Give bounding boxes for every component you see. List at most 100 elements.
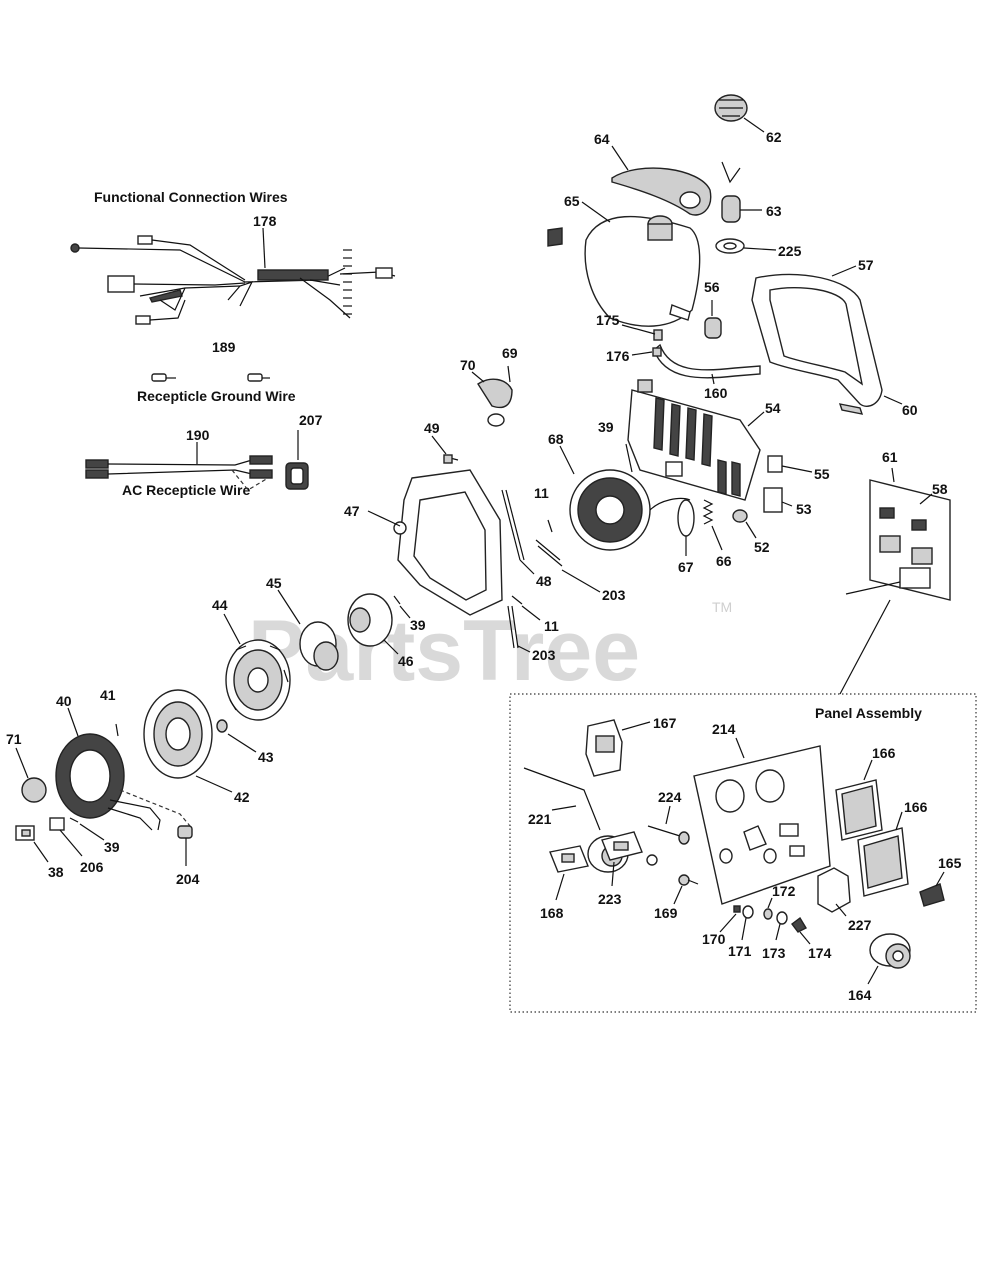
callout-11-top[interactable]: 11 [534,485,549,501]
washer-172[interactable] [763,908,773,920]
washer-173[interactable] [776,911,788,925]
switch-168[interactable] [549,845,589,873]
coupling-46[interactable] [347,593,393,647]
clip-174[interactable] [791,916,807,933]
fuel-line-160[interactable] [653,343,761,379]
blower-housing-47[interactable] [393,469,503,616]
callout-160[interactable]: 160 [704,385,728,401]
callout-225[interactable]: 225 [778,243,802,259]
callout-166-bottom[interactable]: 166 [904,799,928,815]
callout-45[interactable]: 45 [266,575,282,591]
screw-69[interactable] [507,365,511,383]
callout-227[interactable]: 227 [848,917,872,933]
callout-224[interactable]: 224 [658,789,682,805]
stud-203-top[interactable] [535,539,563,567]
grommet-56[interactable] [704,317,722,339]
panel-plate-214[interactable] [693,745,831,905]
callout-223[interactable]: 223 [598,891,622,907]
callout-176[interactable]: 176 [606,348,630,364]
callout-170[interactable]: 170 [702,931,726,947]
clip-165[interactable] [919,883,945,907]
callout-175[interactable]: 175 [596,312,620,328]
adapter-45[interactable] [299,621,339,671]
callout-69[interactable]: 69 [502,345,518,361]
callout-164[interactable]: 164 [848,987,872,1003]
flywheel-68[interactable] [569,469,691,551]
callout-39-top[interactable]: 39 [598,419,614,435]
screw-39-middle[interactable] [393,595,401,605]
callout-39-bottom[interactable]: 39 [104,839,120,855]
nut-52[interactable] [732,509,748,523]
handle-frame-57[interactable] [751,273,883,415]
ac-recepticle-wire-190[interactable] [85,455,273,491]
callout-42[interactable]: 42 [234,789,250,805]
bolt-39-top[interactable] [625,443,633,473]
gasket-225[interactable] [715,238,745,254]
plate-206[interactable] [49,817,65,831]
outlet-227[interactable] [817,867,851,913]
pin-41[interactable] [115,723,119,737]
fuel-cap-62[interactable] [714,94,748,122]
grommet-204[interactable] [177,825,193,839]
screw-169[interactable] [678,874,699,886]
screw-49[interactable] [443,454,459,464]
callout-190[interactable]: 190 [186,427,210,443]
fuel-tank-65[interactable] [547,215,701,327]
callout-169[interactable]: 169 [654,905,678,921]
connector-55[interactable] [767,455,783,473]
callout-171[interactable]: 171 [728,943,752,959]
ground-wire-189[interactable] [151,373,270,382]
callout-214[interactable]: 214 [712,721,736,737]
callout-203-top[interactable]: 203 [602,587,626,603]
screw-61[interactable] [891,467,895,483]
callout-64[interactable]: 64 [594,131,610,147]
callout-207[interactable]: 207 [299,412,323,428]
callout-68[interactable]: 68 [548,431,564,447]
stud-203-bottom[interactable] [507,605,519,649]
callout-71[interactable]: 71 [6,731,22,747]
cover-166-top[interactable] [835,779,883,841]
wire-harness-178[interactable] [70,235,396,325]
callout-203-bottom[interactable]: 203 [532,647,556,663]
clip-175[interactable] [653,329,663,341]
wire-clip-207[interactable] [285,462,309,490]
bracket-53[interactable] [763,487,783,513]
callout-46[interactable]: 46 [398,653,414,669]
callout-60[interactable]: 60 [902,402,918,418]
callout-44[interactable]: 44 [212,597,228,613]
screw-224[interactable] [647,825,690,845]
callout-40[interactable]: 40 [56,693,72,709]
stud-48[interactable] [501,489,525,561]
washer-43[interactable] [216,719,228,733]
callout-61[interactable]: 61 [882,449,898,465]
callout-49[interactable]: 49 [424,420,440,436]
callout-55[interactable]: 55 [814,466,830,482]
callout-65[interactable]: 65 [564,193,580,209]
callout-48[interactable]: 48 [536,573,552,589]
callout-168[interactable]: 168 [540,905,564,921]
screw-11-bottom[interactable] [511,595,523,605]
callout-174[interactable]: 174 [808,945,832,961]
callout-63[interactable]: 63 [766,203,782,219]
cap-71[interactable] [21,777,47,803]
callout-54[interactable]: 54 [765,400,781,416]
grommet-67[interactable] [677,499,695,537]
cover-166-bottom[interactable] [857,827,909,897]
callout-52[interactable]: 52 [754,539,770,555]
callout-38[interactable]: 38 [48,864,64,880]
knob-164[interactable] [869,933,911,969]
callout-62[interactable]: 62 [766,129,782,145]
callout-165[interactable]: 165 [938,855,962,871]
rotor-44[interactable] [225,639,291,721]
callout-173[interactable]: 173 [762,945,786,961]
callout-56[interactable]: 56 [704,279,720,295]
callout-70[interactable]: 70 [460,357,476,373]
control-panel-58[interactable] [845,479,951,601]
callout-41[interactable]: 41 [100,687,116,703]
stator-40[interactable] [55,733,191,831]
callout-178[interactable]: 178 [253,213,277,229]
washer-171[interactable] [742,905,754,919]
clamp-176[interactable] [652,347,662,357]
callout-167[interactable]: 167 [653,715,677,731]
callout-166-top[interactable]: 166 [872,745,896,761]
